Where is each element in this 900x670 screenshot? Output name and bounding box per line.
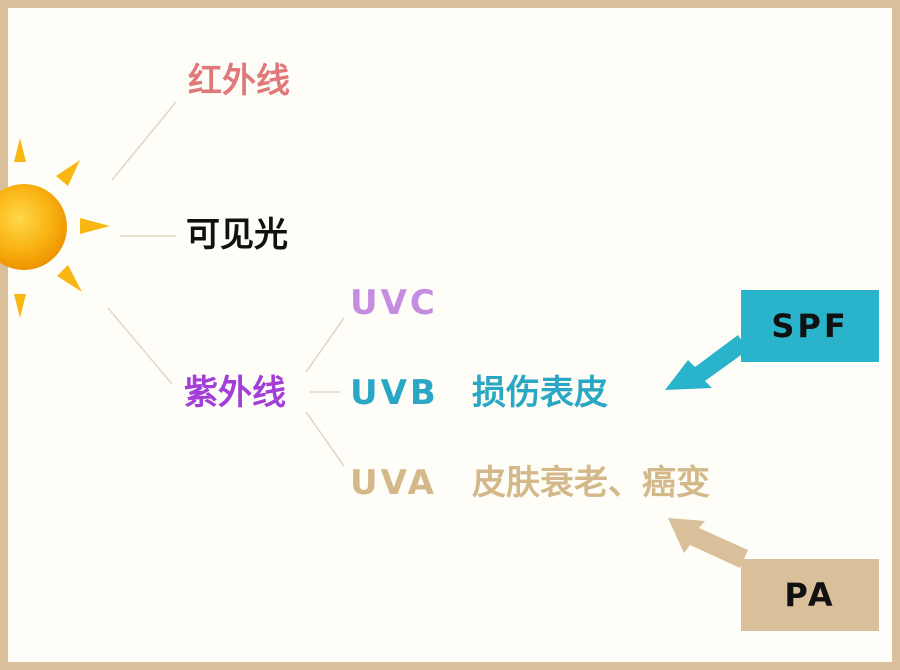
label-visible-light: 可见光 [186, 215, 288, 255]
connector-uvc [305, 317, 345, 373]
sun-ray [80, 218, 110, 234]
label-uva: UVA [350, 463, 437, 503]
connector-ultraviolet [107, 307, 173, 385]
sun-ray [14, 138, 26, 162]
label-infrared: 红外线 [188, 61, 290, 101]
label-uvb: UVB [350, 373, 439, 413]
label-uva-effect: 皮肤衰老、癌变 [472, 463, 710, 503]
spf-box: SPF [741, 290, 879, 362]
connector-infrared [111, 101, 177, 181]
sun-ray [57, 265, 82, 292]
label-ultraviolet: 紫外线 [184, 373, 286, 413]
sun-ray [14, 294, 26, 318]
label-uvb-effect: 损伤表皮 [472, 373, 608, 413]
connector-lines [107, 101, 345, 467]
label-uvc: UVC [350, 283, 438, 323]
spf-arrow-icon [665, 335, 748, 390]
sun-icon [0, 138, 110, 318]
sun-ray [56, 160, 80, 186]
connector-uva [305, 411, 345, 467]
sun-disc [0, 184, 67, 270]
pa-box: PA [741, 559, 879, 631]
pa-arrow-icon [668, 518, 748, 568]
